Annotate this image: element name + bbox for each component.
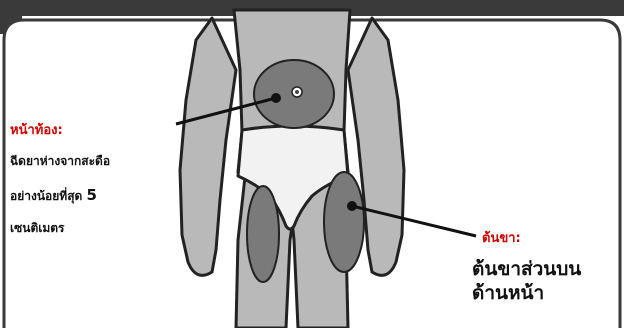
thigh-instruction-line-1: ต้นขาส่วนบน [472,258,581,280]
thigh-title: ต้นขา: [482,227,521,248]
navel-center [295,90,299,94]
thigh-pointer-dot [347,201,357,211]
abdomen-instruction-text: อย่างน้อยที่สุด [10,189,82,203]
right-thigh-injection-zone [324,172,364,272]
abdomen-distance-value: 5 [87,186,97,204]
left-thigh-injection-zone [247,186,279,282]
thigh-instruction-line-2: ด้านหน้า [472,282,544,304]
abdomen-instruction-line-1: ฉีดยาห่างจากสะดือ [10,152,110,171]
abdomen-title: หน้าท้อง: [10,119,63,140]
abdomen-instruction-line-2: อย่างน้อยที่สุด 5 [10,186,97,206]
abdomen-pointer-dot [271,93,281,103]
abdomen-instruction-line-3: เซนติเมตร [10,219,65,238]
